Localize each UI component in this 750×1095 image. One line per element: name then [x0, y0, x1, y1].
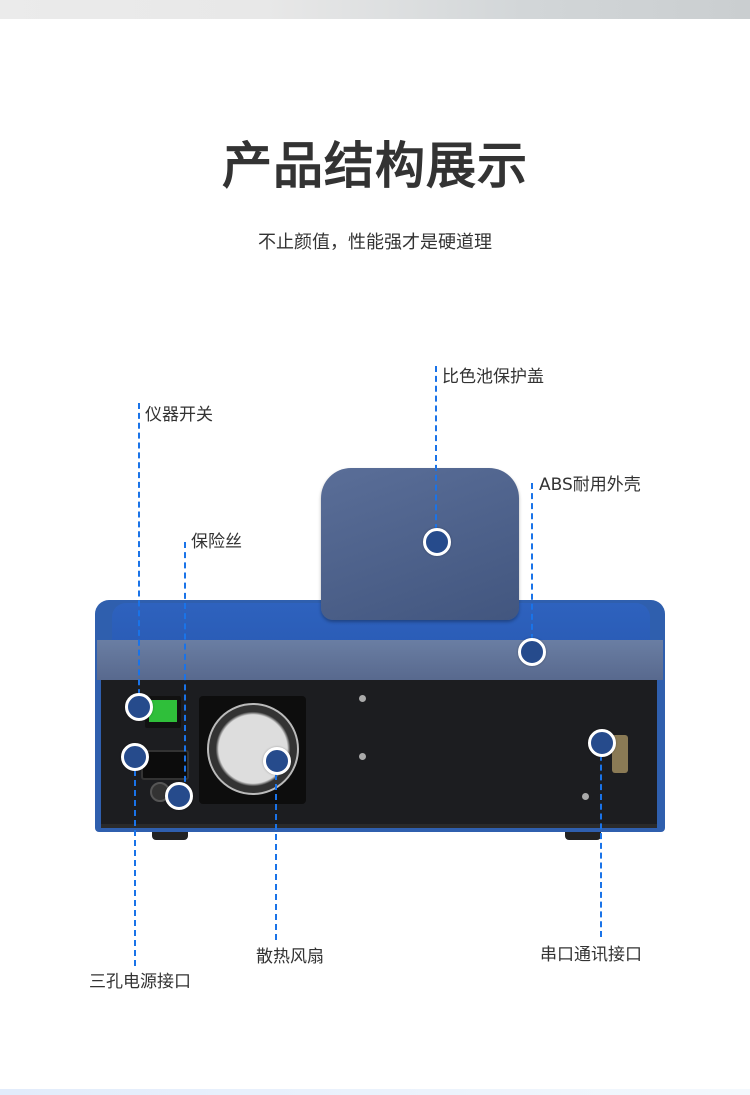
marker-fuse — [165, 782, 193, 810]
page-subtitle: 不止颜值，性能强才是硬道理 — [258, 232, 492, 253]
callout-line-serial — [600, 745, 602, 937]
power-switch-rocker — [149, 700, 177, 722]
marker-cover — [423, 528, 451, 556]
callout-line-fuse — [184, 542, 186, 792]
power-socket — [141, 750, 189, 780]
bottom-strip — [0, 1089, 750, 1095]
label-shell: ABS耐用外壳 — [539, 475, 641, 495]
screw — [359, 753, 366, 760]
page-title: 产品结构展示 — [222, 137, 528, 195]
callout-line-cover — [435, 366, 437, 540]
label-fuse: 保险丝 — [191, 532, 242, 552]
label-fan: 散热风扇 — [256, 947, 324, 967]
device-lid-front — [97, 640, 663, 680]
top-banner-strip — [0, 0, 750, 19]
marker-power-socket — [121, 743, 149, 771]
label-power-socket: 三孔电源接口 — [89, 972, 191, 992]
screw — [359, 695, 366, 702]
callout-line-power-socket — [134, 760, 136, 966]
marker-fan — [263, 747, 291, 775]
callout-line-switch — [138, 403, 140, 705]
serial-port — [612, 735, 628, 773]
label-serial: 串口通讯接口 — [540, 945, 642, 965]
marker-serial — [588, 729, 616, 757]
callout-line-shell — [531, 483, 533, 650]
marker-switch — [125, 693, 153, 721]
rear-panel — [101, 680, 657, 828]
label-cover: 比色池保护盖 — [442, 367, 544, 387]
screw — [582, 793, 589, 800]
marker-shell — [518, 638, 546, 666]
callout-line-fan — [275, 764, 277, 940]
cuvette-cover — [321, 468, 519, 620]
label-switch: 仪器开关 — [145, 405, 213, 425]
